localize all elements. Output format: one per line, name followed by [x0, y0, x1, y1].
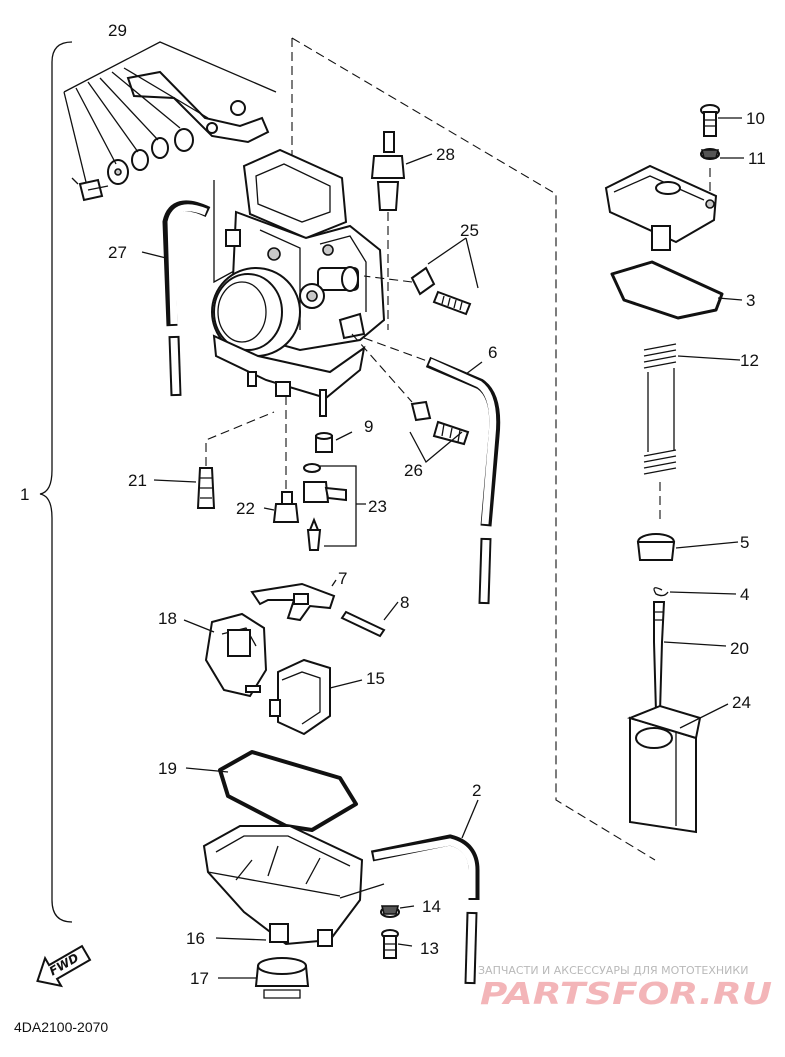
part-29-cable-bracket [71, 70, 270, 202]
callout-26: 26 [404, 461, 423, 480]
part-3-gasket [610, 260, 724, 320]
part-7-plate [250, 582, 336, 622]
callout-9: 9 [364, 417, 373, 436]
part-19-gasket [218, 750, 358, 832]
leader-4 [669, 591, 737, 595]
leader-bowl [339, 883, 385, 899]
leader-20 [663, 641, 727, 647]
part-15-cover [269, 658, 331, 736]
callout-17: 17 [190, 969, 209, 988]
callout-6: 6 [488, 343, 497, 362]
part-9-jet [315, 432, 333, 453]
assembly-outline [291, 37, 656, 861]
callout-12: 12 [740, 351, 759, 370]
watermark-brand: PARTSFOR.RU [480, 977, 772, 1012]
part-18-float [204, 612, 268, 698]
leader-2 [461, 799, 479, 839]
part-20-needle [653, 601, 666, 713]
part-21-needle-jet [196, 467, 216, 509]
assembly-bracket [39, 41, 73, 923]
leader-18 [183, 619, 215, 633]
callout-20: 20 [730, 639, 749, 658]
part-6-hose [425, 356, 501, 605]
callout-8: 8 [400, 593, 409, 612]
assembly-outline-bracket [213, 180, 237, 284]
callout-21: 21 [128, 471, 147, 490]
dash-6 [363, 337, 431, 363]
watermark-subtitle: ЗАПЧАСТИ И АКСЕССУАРЫ ДЛЯ МОТОТЕХНИКИ [478, 964, 748, 977]
part-17-plug [254, 957, 310, 999]
leader-15 [329, 679, 363, 689]
leader-22 [263, 507, 275, 511]
leader-28 [405, 153, 433, 165]
callout-27: 27 [108, 243, 127, 262]
callout-10: 10 [746, 109, 765, 128]
leader-25 [427, 237, 479, 289]
leader-26 [409, 431, 463, 464]
part-25-screw [410, 266, 472, 316]
part-2-hose [370, 834, 480, 985]
leader-27 [141, 251, 167, 259]
part-4-clip [653, 587, 669, 597]
callout-28: 28 [436, 145, 455, 164]
leader-21 [153, 479, 197, 483]
leader-5 [675, 541, 739, 549]
part-11-washer [700, 148, 720, 160]
callout-22: 22 [236, 499, 255, 518]
part-14-washer [380, 905, 400, 918]
dash-21 [205, 411, 275, 466]
callout-29: 29 [108, 21, 127, 40]
callout-14: 14 [422, 897, 441, 916]
leader-16 [215, 937, 267, 941]
leader-24 [679, 703, 729, 729]
callout-19: 19 [158, 759, 177, 778]
part-5-retainer [636, 533, 676, 561]
carburetor-body [211, 148, 386, 417]
leader-23 [320, 465, 366, 547]
leader-19 [185, 767, 229, 773]
callout-18: 18 [158, 609, 177, 628]
leader-6 [465, 361, 483, 375]
callout-4: 4 [740, 585, 749, 604]
leader-13 [397, 943, 413, 947]
top-cover [604, 164, 718, 251]
callout-5: 5 [740, 533, 749, 552]
part-13-screw [381, 929, 399, 959]
callout-2: 2 [472, 781, 481, 800]
fwd-arrow-icon [36, 944, 92, 988]
callout-15: 15 [366, 669, 385, 688]
leader-29 [63, 41, 277, 183]
callout-3: 3 [746, 291, 755, 310]
part-23-needle-valve [303, 463, 347, 551]
float-bowl [202, 825, 364, 947]
dash-25 [363, 275, 413, 283]
part-28-fitting [370, 131, 406, 211]
part-10-screw [700, 104, 720, 137]
callout-11: 11 [748, 149, 766, 168]
callout-16: 16 [186, 929, 205, 948]
callout-7: 7 [338, 569, 347, 588]
callout-23: 23 [368, 497, 387, 516]
leader-3 [717, 297, 743, 301]
leader-7 [331, 579, 337, 587]
callout-1: 1 [20, 485, 29, 504]
part-22-main-jet [272, 491, 300, 523]
part-27-hose [162, 200, 211, 397]
part-12-spring [643, 343, 677, 475]
callout-25: 25 [460, 221, 479, 240]
leader-14 [399, 905, 415, 909]
leader-12 [677, 355, 741, 361]
diagram-code: 4DA2100-2070 [14, 1019, 108, 1035]
leader-8 [383, 601, 399, 621]
part-8-pin [340, 610, 386, 638]
part-24-throttle-valve [626, 704, 702, 834]
part-26-screw [410, 400, 470, 446]
callout-24: 24 [732, 693, 751, 712]
leader-9 [335, 431, 353, 441]
callout-13: 13 [420, 939, 439, 958]
dash-26 [351, 333, 413, 403]
